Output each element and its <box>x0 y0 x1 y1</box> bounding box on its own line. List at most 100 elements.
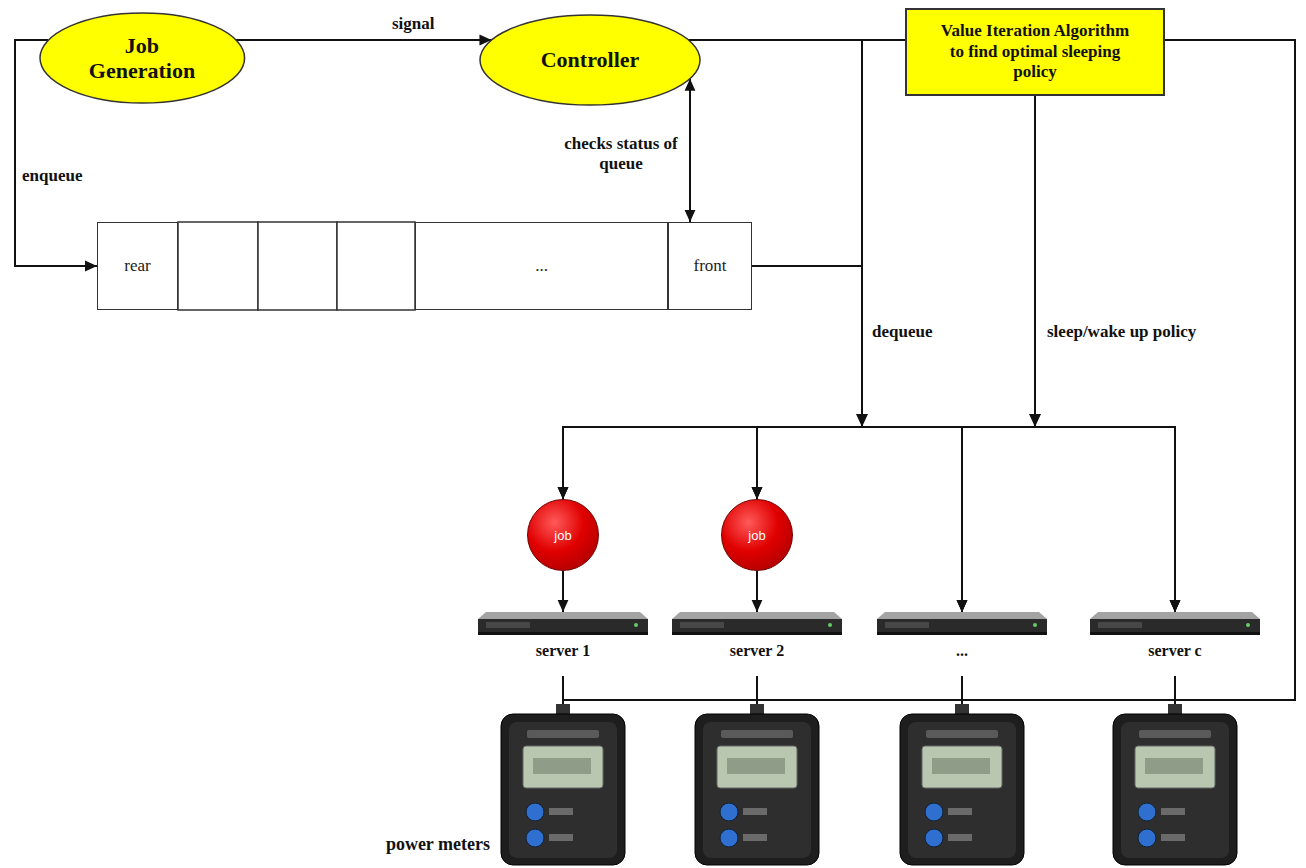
edge-label: enqueue <box>22 166 82 186</box>
meter-faceplate <box>1121 722 1229 858</box>
power-meter <box>900 704 1024 865</box>
queue-empty-cells <box>178 222 415 310</box>
connector <box>757 96 1035 499</box>
meter-faceplate <box>703 722 811 858</box>
text-group: ... <box>956 636 968 660</box>
text-group: server 2 <box>730 636 784 660</box>
figure-label: power meters <box>330 834 490 856</box>
power-meter <box>695 704 819 865</box>
server-led <box>634 623 638 627</box>
meter-body <box>1113 714 1237 865</box>
node-text: front <box>693 256 726 276</box>
meter-body <box>900 714 1024 865</box>
server-bay <box>680 622 724 628</box>
meter-body <box>695 714 819 865</box>
meter-brand-strip <box>721 730 793 738</box>
server-led <box>1033 623 1037 627</box>
meter-button <box>925 803 943 821</box>
feedback-wire <box>563 40 1295 700</box>
text-group: server 1 <box>536 636 590 660</box>
text-group: rear <box>124 256 150 276</box>
node-text: ... <box>535 256 548 276</box>
queue-cell: rear <box>97 222 178 310</box>
node-text: Value Iteration Algorithm to find optima… <box>937 21 1133 82</box>
node-text: job <box>748 528 765 543</box>
algorithm-box: Value Iteration Algorithm to find optima… <box>905 8 1165 96</box>
meter-lcd <box>717 746 797 788</box>
node-text: Controller <box>541 47 640 72</box>
meter-button-tag <box>1161 834 1185 841</box>
meter-wire <box>756 676 758 706</box>
edge-label: dequeue <box>872 322 932 342</box>
process-ellipse: Controller <box>480 15 700 105</box>
meter-brand-strip <box>926 730 998 738</box>
server-bay <box>486 622 530 628</box>
node-text: server 1 <box>536 641 590 660</box>
text-group: Value Iteration Algorithm to find optima… <box>937 21 1133 82</box>
meter-digits <box>727 758 785 774</box>
power-meter <box>501 704 625 865</box>
job-circle: job <box>721 499 793 571</box>
meter-button <box>1138 829 1156 847</box>
connector <box>236 39 492 41</box>
server-image <box>877 612 1047 636</box>
server-image <box>1090 612 1260 636</box>
meter-button-tag <box>743 808 767 815</box>
meter-digits <box>1145 758 1203 774</box>
meter-button <box>720 803 738 821</box>
server-top <box>672 612 842 619</box>
meter-button <box>526 829 544 847</box>
meter-digits <box>533 758 591 774</box>
server-led <box>828 623 832 627</box>
server-front <box>478 619 648 632</box>
meter-button-tag <box>1161 808 1185 815</box>
queue-cell: ... <box>415 222 668 310</box>
meter-brand-strip <box>1139 730 1211 738</box>
server-top <box>877 612 1047 619</box>
server-bay <box>1098 622 1142 628</box>
meter-wire <box>961 676 963 706</box>
meter-faceplate <box>509 722 617 858</box>
ellipse-shape <box>480 15 700 105</box>
meter-lcd <box>523 746 603 788</box>
connector <box>962 96 1035 612</box>
node-text: job <box>554 528 571 543</box>
queue-cell: front <box>668 222 752 310</box>
server-top <box>478 612 648 619</box>
meter-button <box>925 829 943 847</box>
ellipse-shape <box>40 13 245 103</box>
meter-button-tag <box>549 834 573 841</box>
text-group: Controller <box>541 47 640 72</box>
server-led <box>1246 623 1250 627</box>
meter-body <box>501 714 625 865</box>
connector <box>752 266 1175 612</box>
meter-faceplate <box>908 722 1016 858</box>
meter-wire <box>562 676 564 706</box>
queue-cell <box>178 222 258 310</box>
server-bay <box>885 622 929 628</box>
power-meter <box>1113 704 1237 865</box>
server-base <box>877 632 1047 635</box>
server-image <box>478 612 648 636</box>
server-image <box>672 612 842 636</box>
meter-button <box>1138 803 1156 821</box>
server-base <box>478 632 648 635</box>
node-text: Job Generation <box>77 33 207 84</box>
meter-brand-strip <box>527 730 599 738</box>
meter-lcd <box>922 746 1002 788</box>
edge-label: checks status of queue <box>562 134 680 175</box>
meter-button <box>526 803 544 821</box>
connector <box>752 266 862 499</box>
server-base <box>672 632 842 635</box>
connector <box>689 40 962 612</box>
edge-label: signal <box>392 14 435 34</box>
connector <box>689 79 691 222</box>
node-text: server c <box>1148 641 1201 660</box>
text-group: ... <box>535 256 548 276</box>
meter-button <box>720 829 738 847</box>
meter-button-tag <box>948 808 972 815</box>
connector <box>689 40 862 499</box>
server-top <box>1090 612 1260 619</box>
